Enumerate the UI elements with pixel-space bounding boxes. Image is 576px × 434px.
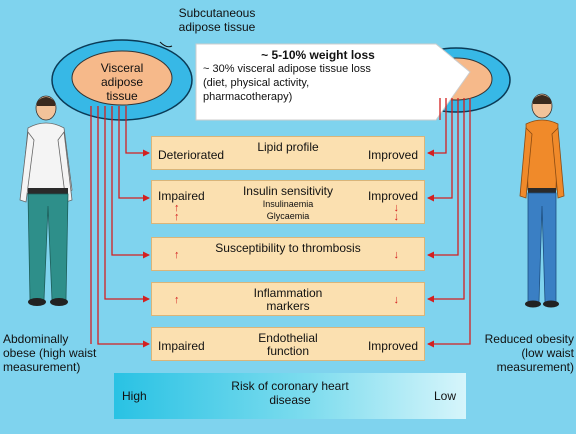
box-title: Endothelial function xyxy=(258,331,318,358)
box-left-label: Deteriorated xyxy=(158,148,225,162)
risk-high-label: High xyxy=(122,389,147,403)
increase-arrow-icon: ↑ xyxy=(174,202,180,214)
callout-heading: ~ 5-10% weight loss xyxy=(261,48,375,62)
decrease-arrow-icon: ↓ xyxy=(393,202,400,214)
box-right-label: Improved xyxy=(367,339,418,353)
box-title: Insulin sensitivity xyxy=(242,184,334,198)
left-connectors xyxy=(90,106,150,348)
risk-low-label: Low xyxy=(433,389,456,403)
decrease-arrow-icon: ↓ xyxy=(393,211,400,223)
decrease-arrow-icon: ↓ xyxy=(393,249,400,261)
left-person-label: Abdominally obese (high waist measuremen… xyxy=(3,332,97,374)
reduced-obesity-man-figure xyxy=(519,93,565,308)
increase-arrow-icon: ↑ xyxy=(174,249,180,261)
right-connectors xyxy=(427,98,471,348)
callout-line3: pharmacotherapy) xyxy=(203,91,293,103)
box-right-label: Improved xyxy=(367,148,418,162)
subcutaneous-label: Subcutaneous adipose tissue xyxy=(178,6,256,34)
visceral-label: Visceral adipose tissue xyxy=(100,61,144,103)
callout-line1: ~ 30% visceral adipose tissue loss xyxy=(203,63,371,75)
increase-arrow-icon: ↑ xyxy=(174,294,180,306)
subcutaneous-pointer xyxy=(159,41,173,48)
box-title: Susceptibility to thrombosis xyxy=(215,241,361,255)
box-sub-label: Glycaemia xyxy=(266,211,310,221)
box-endothelial-function: Impaired Endothelial function Improved xyxy=(151,327,425,361)
box-thrombosis: Susceptibility to thrombosis ↑ ↓ xyxy=(151,237,425,271)
risk-gradient-bar: High Risk of coronary heart disease Low xyxy=(114,373,466,419)
risk-title: Risk of coronary heart disease xyxy=(231,379,349,407)
decrease-arrow-icon: ↓ xyxy=(393,294,400,306)
box-left-label: Impaired xyxy=(158,189,205,203)
box-right-label: Improved xyxy=(367,189,418,203)
obese-man-figure xyxy=(19,95,73,306)
box-lipid-profile: Deteriorated Lipid profile Improved xyxy=(151,136,425,170)
weight-loss-callout: ~ 5-10% weight loss ~ 30% visceral adipo… xyxy=(203,48,433,104)
left-visceral-ellipse xyxy=(71,50,173,106)
callout-arrow-shape xyxy=(195,43,471,121)
callout-line2: (diet, physical activity, xyxy=(203,77,310,89)
box-insulin-sensitivity: Impaired Insulin sensitivity Insulinaemi… xyxy=(151,180,425,224)
box-title: Lipid profile xyxy=(257,140,319,154)
right-person-label: Reduced obesity (low waist measurement) xyxy=(484,332,574,374)
box-left-label: Impaired xyxy=(158,339,205,353)
increase-arrow-icon: ↑ xyxy=(174,211,180,223)
box-title: Inflammation markers xyxy=(253,286,323,313)
box-inflammation: Inflammation markers ↑ ↓ xyxy=(151,282,425,316)
box-sub-label: Insulinaemia xyxy=(262,199,314,209)
